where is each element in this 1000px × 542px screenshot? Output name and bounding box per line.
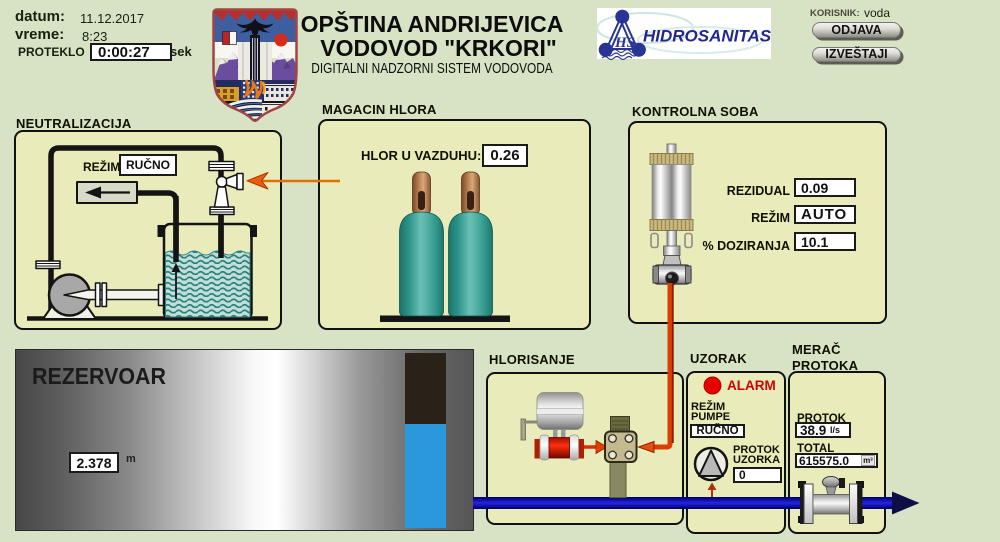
svg-text:HS: HS [614, 35, 635, 51]
svg-text:HIDROSANITAS: HIDROSANITAS [643, 27, 772, 46]
